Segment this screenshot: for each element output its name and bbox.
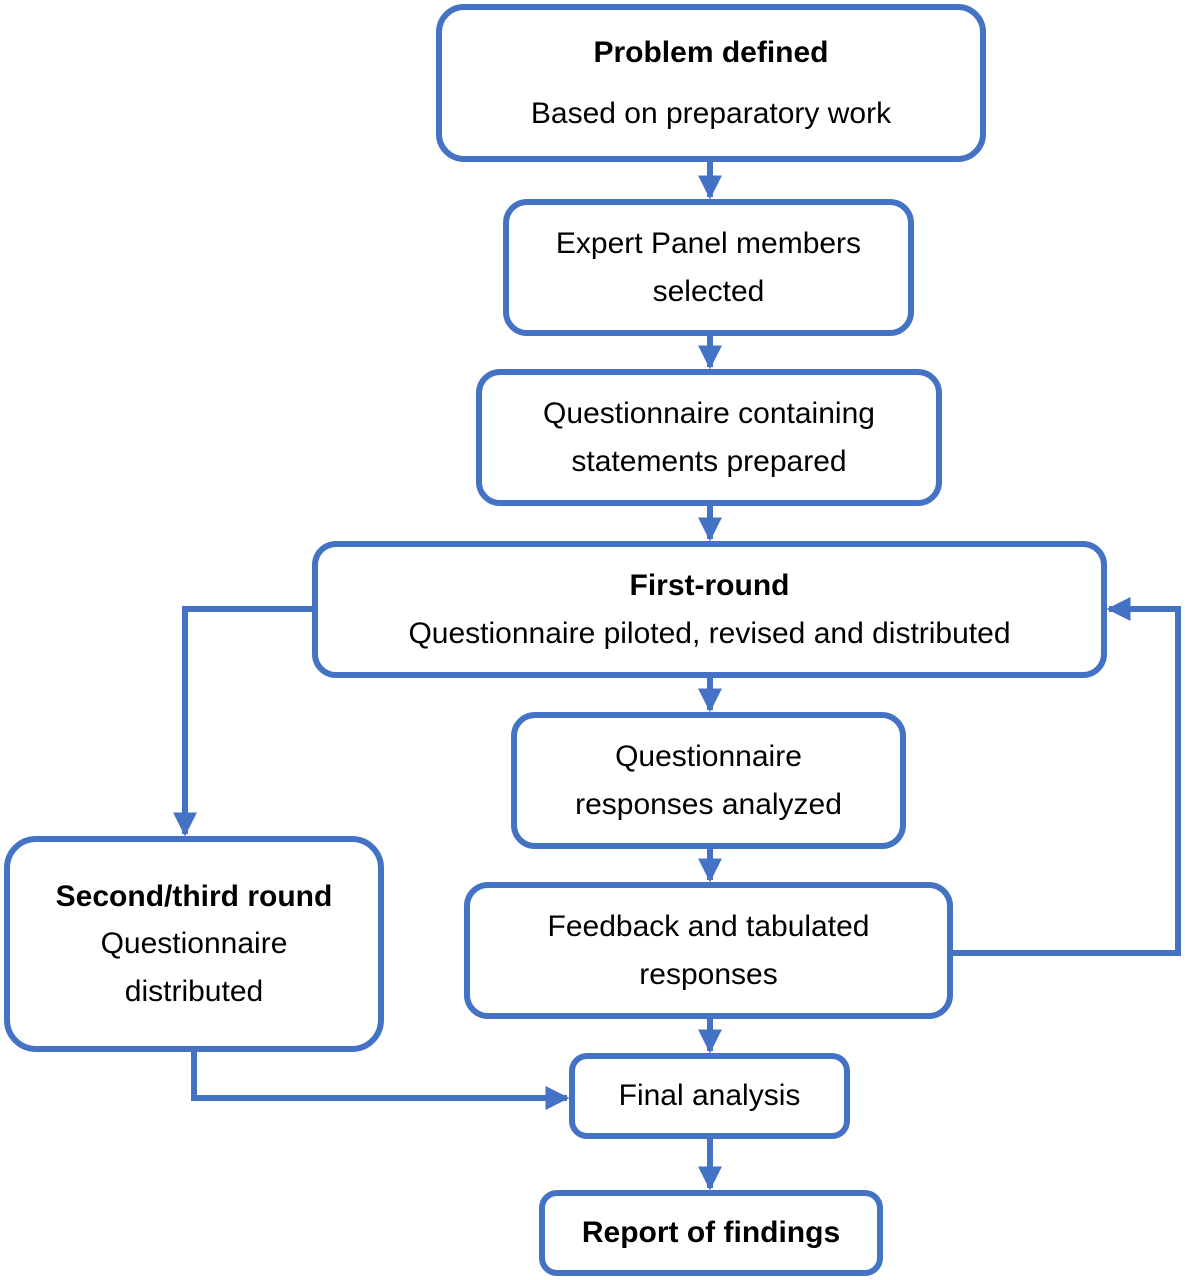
node-problem-defined-body: Based on preparatory work [530, 97, 892, 130]
node-final-analysis: Final analysis [569, 1053, 850, 1139]
node-first-round-body: Questionnaire piloted, revised and distr… [408, 616, 1011, 650]
node-second-third-round-body: Questionnaire distributed [100, 927, 288, 1008]
node-expert-panel-selected: Expert Panel members selected [503, 199, 914, 336]
node-report-of-findings-title: Report of findings [581, 1216, 841, 1250]
node-second-third-round: Second/third round Questionnaire distrib… [4, 836, 384, 1052]
node-questionnaire-prepared: Questionnaire containing statements prep… [476, 369, 942, 506]
arrow-second-round-to-final [191, 1052, 570, 1110]
node-feedback-tabulated-body: Feedback and tabulated responses [547, 910, 870, 991]
node-expert-panel-selected-body: Expert Panel members selected [555, 227, 862, 308]
node-responses-analyzed: Questionnaire responses analyzed [511, 712, 906, 849]
node-final-analysis-body: Final analysis [618, 1079, 801, 1113]
node-problem-defined-title: Problem defined [593, 35, 829, 69]
node-first-round: First-round Questionnaire piloted, revis… [312, 541, 1107, 678]
node-questionnaire-prepared-body: Questionnaire containing statements prep… [543, 397, 875, 478]
arrow-feedback-loop-to-first-round [953, 597, 1181, 956]
node-responses-analyzed-body: Questionnaire responses analyzed [575, 740, 842, 821]
node-feedback-tabulated: Feedback and tabulated responses [464, 882, 953, 1019]
node-second-third-round-title: Second/third round [55, 879, 333, 913]
node-first-round-title: First-round [629, 569, 790, 603]
arrow-first-round-to-second-round [173, 606, 312, 837]
node-problem-defined: Problem defined Based on preparatory wor… [436, 4, 986, 162]
node-report-of-findings: Report of findings [539, 1190, 883, 1276]
